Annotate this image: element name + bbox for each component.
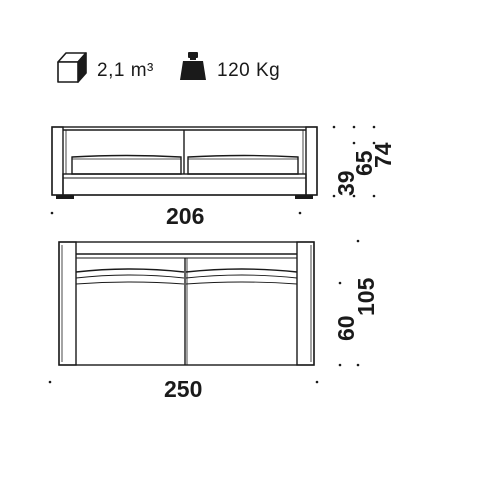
front-width-label: 206 (166, 203, 205, 229)
seat-depth-label: 60 (333, 315, 359, 341)
total-depth-label: 105 (353, 277, 379, 316)
top-width-label: 250 (164, 376, 203, 402)
weight-label: 120 Kg (217, 60, 281, 81)
volume-label: 2,1 m³ (97, 60, 154, 81)
